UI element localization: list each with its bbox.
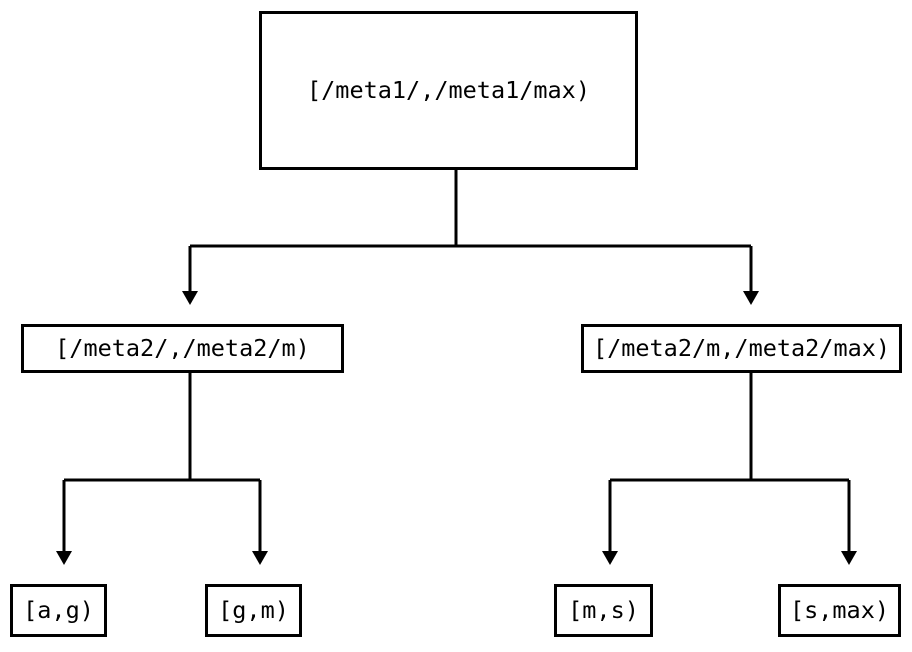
arrowhead-mid-right-to-leaf-ms <box>602 551 618 565</box>
arrowhead-root-to-mid-right <box>743 291 759 305</box>
tree-node-leaf-m-s-label: [m,s) <box>568 595 639 624</box>
arrowhead-mid-left-to-leaf-gm <box>252 551 268 565</box>
tree-node-leaf-s-max-label: [s,max) <box>789 595 890 624</box>
tree-node-root[interactable]: [/meta1/,/meta1/max) <box>259 11 638 170</box>
tree-node-leaf-g-m-label: [g,m) <box>218 595 289 624</box>
tree-node-mid-left[interactable]: [/meta2/,/meta2/m) <box>21 324 344 373</box>
tree-node-leaf-a-g[interactable]: [a,g) <box>10 584 107 637</box>
tree-node-leaf-m-s[interactable]: [m,s) <box>554 584 653 637</box>
arrowhead-mid-left-to-leaf-ag <box>56 551 72 565</box>
arrowhead-root-to-mid-left <box>182 291 198 305</box>
tree-node-root-label: [/meta1/,/meta1/max) <box>307 75 590 104</box>
tree-node-leaf-s-max[interactable]: [s,max) <box>778 584 901 637</box>
arrowhead-mid-right-to-leaf-smax <box>841 551 857 565</box>
tree-node-leaf-g-m[interactable]: [g,m) <box>205 584 302 637</box>
tree-node-leaf-a-g-label: [a,g) <box>23 595 94 624</box>
tree-node-mid-left-label: [/meta2/,/meta2/m) <box>55 333 310 362</box>
tree-node-mid-right-label: [/meta2/m,/meta2/max) <box>592 333 891 362</box>
tree-node-mid-right[interactable]: [/meta2/m,/meta2/max) <box>581 324 902 373</box>
